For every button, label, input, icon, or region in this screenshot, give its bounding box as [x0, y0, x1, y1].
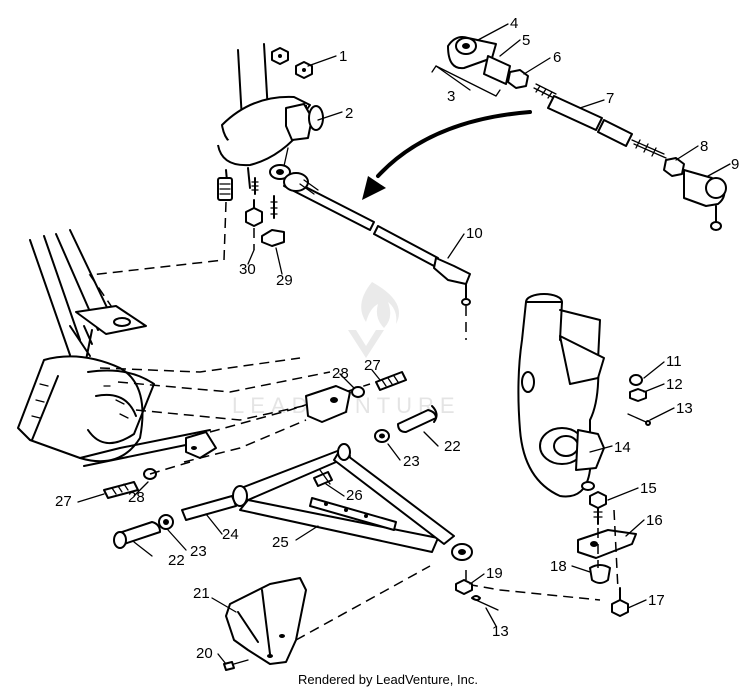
washer-part-28 [351, 386, 365, 398]
bushing-part-22-upper [397, 405, 438, 433]
bolt-part-27-upper [375, 371, 407, 391]
callout-25: 25 [272, 534, 289, 551]
callout-7: 7 [606, 90, 614, 107]
washer-part-23-upper [374, 429, 390, 443]
nut-part-19 [455, 579, 473, 595]
bolt-part-29 [261, 195, 285, 247]
callout-5: 5 [522, 32, 530, 49]
spindle-knuckle-part-14 [517, 293, 605, 498]
callout-1: 1 [339, 48, 347, 65]
callout-30: 30 [239, 261, 256, 278]
callout-16: 16 [646, 512, 663, 529]
bolt-part-27-lower [103, 481, 139, 499]
boot-part-5 [483, 55, 511, 85]
callout-27-lower: 27 [55, 493, 72, 510]
adjuster-sleeve-part-7 [533, 83, 667, 159]
steering-post-assembly [217, 43, 324, 201]
callout-13-lower: 13 [492, 623, 509, 640]
callout-labels: 1 2 3 4 5 6 7 8 9 10 11 12 13 13 14 15 1… [55, 15, 739, 662]
callout-2: 2 [345, 105, 353, 122]
callout-6: 6 [553, 49, 561, 66]
bracket-part-28-upper [305, 385, 351, 423]
callout-28-lower: 28 [128, 489, 145, 506]
bushing-part-22-lower [113, 521, 161, 549]
bolt-part-17 [611, 587, 629, 617]
callout-21: 21 [193, 585, 210, 602]
callout-22-lower: 22 [168, 552, 185, 569]
callout-24: 24 [222, 526, 239, 543]
guard-plate-part-21 [225, 577, 307, 665]
callout-13-upper: 13 [676, 400, 693, 417]
callout-23-upper: 23 [403, 453, 420, 470]
tie-rod-part-10 [283, 172, 471, 306]
bolt-part-30 [245, 177, 263, 227]
callout-28-upper: 28 [332, 365, 349, 382]
callout-8: 8 [700, 138, 708, 155]
callout-11: 11 [666, 353, 682, 370]
rendered-by-credit: Rendered by LeadVenture, Inc. [298, 672, 478, 687]
tie-rod-end-part-4 [447, 36, 497, 70]
nut-part-1 [271, 47, 313, 79]
direction-arrow [362, 110, 532, 200]
callout-9: 9 [731, 156, 739, 173]
callout-17: 17 [648, 592, 665, 609]
cotter-pin-part-13-lower [471, 595, 499, 611]
callout-12: 12 [666, 376, 683, 393]
frame-chassis [17, 229, 217, 467]
callout-14: 14 [614, 439, 631, 456]
callout-18: 18 [550, 558, 567, 575]
callout-27-upper: 27 [364, 357, 381, 374]
washer-part-23-lower [158, 514, 174, 530]
callout-22-upper: 22 [444, 438, 461, 455]
screw-part-20 [223, 659, 249, 671]
sleeve-part-24 [181, 495, 237, 521]
tie-rod-end-part-9 [683, 169, 727, 231]
leader-lines [77, 23, 731, 665]
callout-10: 10 [466, 225, 483, 242]
callout-26: 26 [346, 487, 363, 504]
nut-part-12 [629, 388, 647, 402]
callout-23-lower: 23 [190, 543, 207, 560]
callout-3: 3 [447, 88, 455, 105]
nut-part-6 [507, 69, 529, 89]
plate-part-16 [577, 529, 637, 559]
cotter-pin-part-13-upper [627, 413, 651, 426]
a-arm-part-25 [232, 443, 473, 561]
callout-20: 20 [196, 645, 213, 662]
bolt-part-15 [589, 491, 607, 525]
callout-15: 15 [640, 480, 657, 497]
nut-part-8 [663, 157, 685, 177]
fitting-part-26 [319, 469, 331, 485]
callout-19: 19 [486, 565, 503, 582]
washer-part-11 [629, 374, 643, 386]
ball-joint-part-18 [589, 564, 611, 584]
callout-29: 29 [276, 272, 293, 289]
callout-4: 4 [510, 15, 518, 32]
